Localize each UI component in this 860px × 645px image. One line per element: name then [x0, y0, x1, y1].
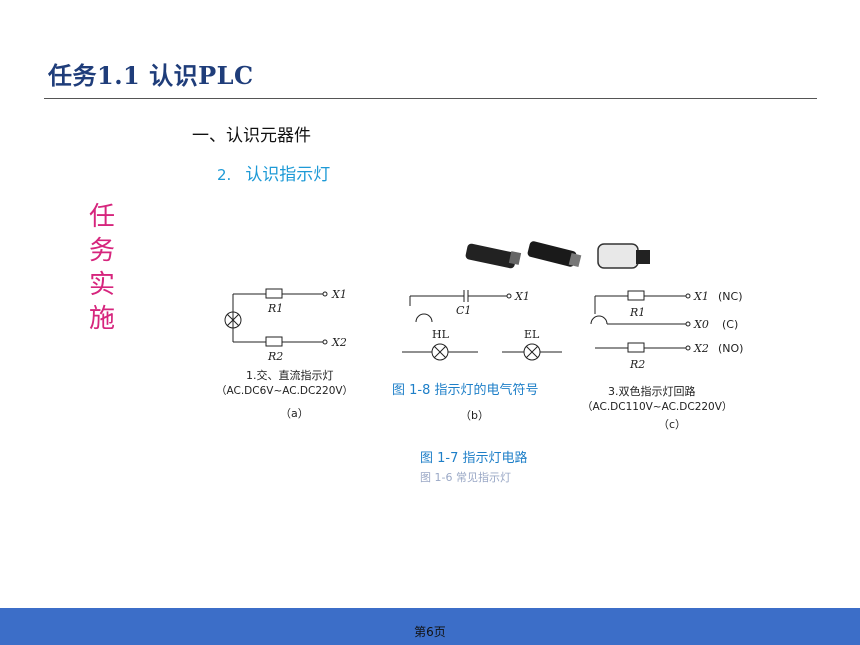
label-c-r2: R2	[629, 358, 645, 371]
circuit-c-labels: X1 (NC) R1 X0 (C) X2 (NO) R2 3.双色指示灯回路 （…	[582, 290, 743, 431]
caption-a-2: （AC.DC6V~AC.DC220V）	[216, 385, 353, 397]
side-char: 任	[88, 202, 115, 232]
side-label: 任 务 实 施	[87, 200, 117, 336]
figure-caption: 图 1-7 指示灯电路	[420, 450, 528, 466]
subsection-heading: 2. 认识指示灯	[217, 160, 330, 185]
indicator-light-figure: R1 X1 R2 X2 1.交、直流指示灯 （AC.DC6V~AC.DC220V…	[216, 241, 743, 484]
label-c1: C1	[456, 304, 471, 317]
side-char: 务	[88, 236, 115, 266]
label-r1: R1	[267, 302, 283, 315]
label-r2: R2	[267, 350, 283, 363]
faded-caption: 图 1-6 常见指示灯	[420, 470, 511, 484]
label-c: (C)	[722, 318, 738, 331]
circuit-c	[590, 290, 691, 353]
caption-c-1: 3.双色指示灯回路	[608, 384, 696, 398]
side-char: 施	[88, 304, 115, 334]
label-x2: X2	[331, 336, 347, 349]
page-title: 任务1.1 认识PLC	[48, 61, 254, 90]
title-divider	[44, 98, 817, 99]
section-heading: 一、认识元器件	[192, 126, 311, 146]
circuit-a-labels: R1 X1 R2 X2 1.交、直流指示灯 （AC.DC6V~AC.DC220V…	[216, 288, 353, 420]
page-number: 第6页	[414, 625, 446, 639]
circuit-a	[224, 288, 328, 347]
label-c-x1: X1	[693, 290, 709, 303]
tag-b: （b）	[460, 409, 489, 422]
lamp-photos	[465, 241, 650, 269]
subsection-label: 认识指示灯	[245, 165, 331, 185]
circuit-b-labels: C1 X1 HL EL （b）	[432, 290, 540, 422]
overlay-caption: 图 1-8 指示灯的电气符号	[392, 382, 539, 398]
overlay-caption-bg	[386, 376, 578, 400]
subsection-number: 2.	[217, 166, 232, 184]
label-x1: X1	[331, 288, 347, 301]
label-c-r1: R1	[629, 306, 645, 319]
label-nc: (NC)	[718, 290, 743, 303]
tag-a: （a）	[280, 407, 309, 420]
footer-bar: 第6页	[0, 608, 860, 645]
label-x0: X0	[693, 318, 709, 331]
label-no: (NO)	[718, 342, 743, 355]
caption-c-2: （AC.DC110V~AC.DC220V）	[582, 401, 732, 413]
label-el: EL	[524, 328, 540, 341]
label-c-x2: X2	[693, 342, 709, 355]
side-char: 实	[88, 270, 115, 300]
label-b-x1: X1	[514, 290, 530, 303]
label-hl: HL	[432, 328, 450, 341]
caption-a-1: 1.交、直流指示灯	[246, 368, 334, 382]
tag-c: （c）	[658, 418, 686, 431]
circuit-b	[402, 290, 562, 361]
